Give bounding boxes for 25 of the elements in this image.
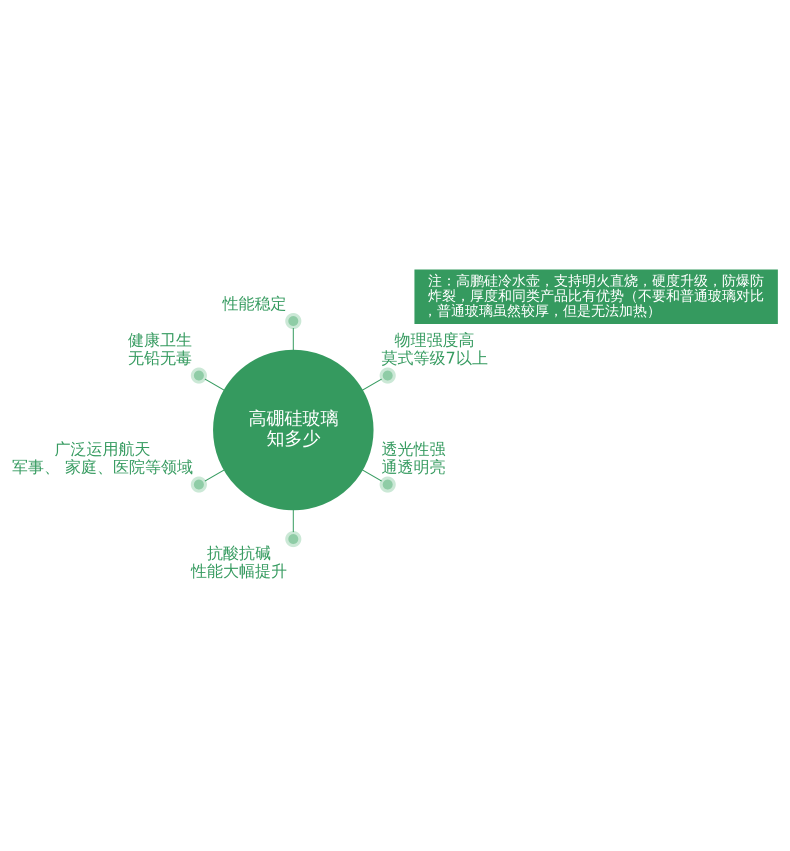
label: 注：高鹏硅冷水壶，支持明火直烧，硬度升级，防爆防炸裂，厚度和同类产品比有优势（不要和普通玻璃对比，普通玻璃虽然较厚，但是无法加热）	[423, 272, 764, 320]
node-label: 通透明亮	[381, 457, 446, 476]
node-label: 无铅无毒	[128, 348, 192, 368]
node-label: 透光性强	[381, 439, 446, 458]
connector	[292, 509, 294, 532]
connector	[292, 328, 294, 350]
node-label: 军事、 家庭、医院等领域	[12, 457, 194, 476]
connector	[204, 378, 224, 390]
node-circle	[190, 366, 207, 384]
node-label: 莫式等级7以上	[382, 348, 488, 368]
connector	[362, 378, 382, 390]
node-label: 健康卫生	[128, 330, 192, 350]
node-label: 性能大幅提升	[190, 561, 287, 580]
node-circle	[380, 476, 396, 492]
node-circle	[190, 476, 207, 492]
node-label: 性能稳定	[222, 294, 286, 313]
connector	[204, 469, 224, 482]
node-label: 抗酸抗碱	[206, 543, 271, 562]
node-circle	[380, 366, 396, 384]
node-label: 物理强度高	[394, 330, 475, 350]
node-circle	[285, 530, 302, 547]
node-label: 广泛运用航天	[54, 439, 150, 458]
connector	[362, 469, 382, 482]
node-circle	[285, 312, 302, 329]
node-circle: 高硼硅玻璃知多少	[213, 349, 374, 510]
